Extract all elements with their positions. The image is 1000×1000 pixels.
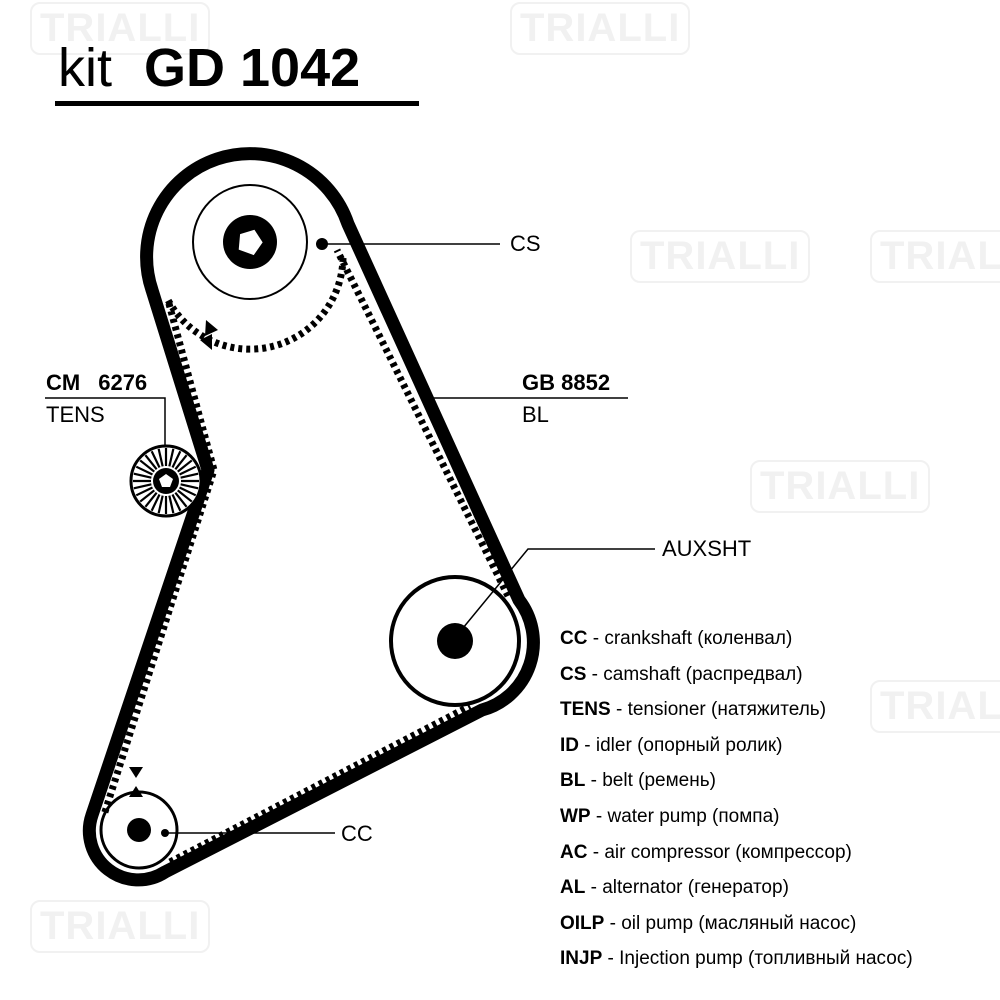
- tensioner-spoke: [179, 465, 197, 476]
- tensioner-spoke: [133, 472, 152, 479]
- tensioner-spoke: [135, 465, 153, 476]
- auxiliary-shaft-pulley: [389, 575, 521, 707]
- timing-mark-arrow-icon: [129, 767, 143, 778]
- legend-item: BL - belt (ремень): [560, 763, 913, 799]
- belt-teeth: [100, 248, 512, 866]
- title-underline: [55, 101, 419, 106]
- tens-type-label: TENS: [46, 402, 105, 427]
- legend-item: TENS - tensioner (натяжитель): [560, 692, 913, 728]
- tensioner-spoke: [150, 450, 161, 468]
- tens-code-label: CM 6276: [46, 370, 147, 396]
- tensioner-spoke: [168, 448, 175, 467]
- legend-text: - idler (опорный ролик): [579, 734, 783, 756]
- watermark-logo: TRIALLI: [510, 2, 691, 55]
- tensioner-spoke: [139, 459, 155, 473]
- watermark-logo: TRIALLI: [630, 230, 811, 283]
- legend-item: AL - alternator (генератор): [560, 870, 913, 906]
- legend-item: CC - crankshaft (коленвал): [560, 621, 913, 657]
- tens-leader-line: [45, 397, 166, 446]
- camshaft-pulley: [192, 184, 308, 300]
- kit-code: GD 1042: [144, 38, 361, 98]
- legend-text: - tensioner (натяжитель): [610, 699, 827, 721]
- tensioner-spoke: [168, 495, 175, 514]
- legend-text: - Injection pump (топливный насос): [602, 948, 913, 970]
- legend-text: - oil pump (масляный насос): [604, 912, 857, 934]
- tensioner-spoke: [157, 448, 164, 467]
- tensioner-spoke: [180, 483, 199, 490]
- watermark-logo: TRIALLI: [30, 2, 211, 55]
- rotation-arrow-icon: [200, 334, 212, 350]
- legend-item: AC - air compressor (компрессор): [560, 835, 913, 871]
- tensioner-spoke: [177, 489, 193, 503]
- legend-abbr: OILP: [560, 912, 605, 934]
- cs-label: CS: [510, 231, 541, 256]
- watermark-logo: TRIALLI: [750, 460, 931, 513]
- tensioner-spoke: [179, 486, 197, 497]
- legend-abbr: INJP: [560, 948, 603, 970]
- belt-code-label: GB 8852: [522, 370, 610, 396]
- legend-abbr: CS: [560, 663, 587, 685]
- auxsht-leader-line: [462, 548, 655, 629]
- rotation-arrow-icon: [205, 320, 218, 336]
- tensioner-spoke: [144, 492, 158, 508]
- legend-abbr: TENS: [560, 699, 611, 721]
- tensioner-spoke: [174, 454, 188, 470]
- legend-item: OILP - oil pump (масляный насос): [560, 906, 913, 942]
- legend-text: - alternator (генератор): [585, 877, 789, 899]
- tens-code-a: CM: [46, 370, 81, 395]
- timing-mark-arrow-icon: [129, 786, 143, 797]
- legend-text: - belt (ремень): [585, 770, 716, 792]
- legend-text: - air compressor (компрессор): [587, 841, 852, 863]
- tensioner-pulley: [129, 444, 203, 518]
- legend-item: ID - idler (опорный ролик): [560, 728, 913, 764]
- legend-abbr: WP: [560, 805, 591, 827]
- tensioner-spoke: [157, 495, 164, 514]
- tensioner-spoke: [171, 494, 182, 512]
- page-title: kit GD 1042: [58, 38, 360, 98]
- legend-item: WP - water pump (помпа): [560, 799, 913, 835]
- tensioner-spoke: [139, 489, 155, 503]
- tens-code-b: 6276: [98, 370, 148, 395]
- auxsht-label: AUXSHT: [662, 536, 752, 561]
- legend-text: - crankshaft (коленвал): [587, 628, 793, 649]
- legend-text: - water pump (помпа): [590, 805, 780, 827]
- legend-abbr: AL: [560, 877, 586, 899]
- tensioner-spoke: [171, 450, 182, 468]
- watermark-logo: TRIALLI: [870, 230, 1000, 283]
- tensioner-spoke: [180, 472, 199, 479]
- tensioner-spoke: [150, 494, 161, 512]
- timing-belt: [82, 147, 540, 887]
- legend-abbr: ID: [560, 734, 579, 756]
- legend-item: INJP - Injection pump (топливный насос): [560, 941, 913, 977]
- belt-type-label: BL: [522, 402, 549, 427]
- legend-abbr: CC: [560, 628, 588, 649]
- tensioner-spoke: [174, 492, 188, 508]
- watermark-logo: TRIALLI: [870, 680, 1000, 733]
- cc-label: CC: [341, 821, 373, 846]
- legend-item: CS - camshaft (распредвал): [560, 657, 913, 693]
- tensioner-spoke: [133, 483, 152, 490]
- legend-abbr: BL: [560, 770, 586, 792]
- watermark-logo: TRIALLI: [30, 900, 211, 953]
- legend-abbr: AC: [560, 841, 588, 863]
- tensioner-spoke: [135, 486, 153, 497]
- legend: CC - crankshaft (коленвал)CS - camshaft …: [560, 621, 913, 977]
- tensioner-spoke: [144, 454, 158, 470]
- belt-code: GB 8852: [522, 370, 611, 395]
- tensioner-spoke: [177, 459, 193, 473]
- title-prefix: kit: [58, 38, 112, 98]
- legend-text: - camshaft (распредвал): [586, 663, 803, 685]
